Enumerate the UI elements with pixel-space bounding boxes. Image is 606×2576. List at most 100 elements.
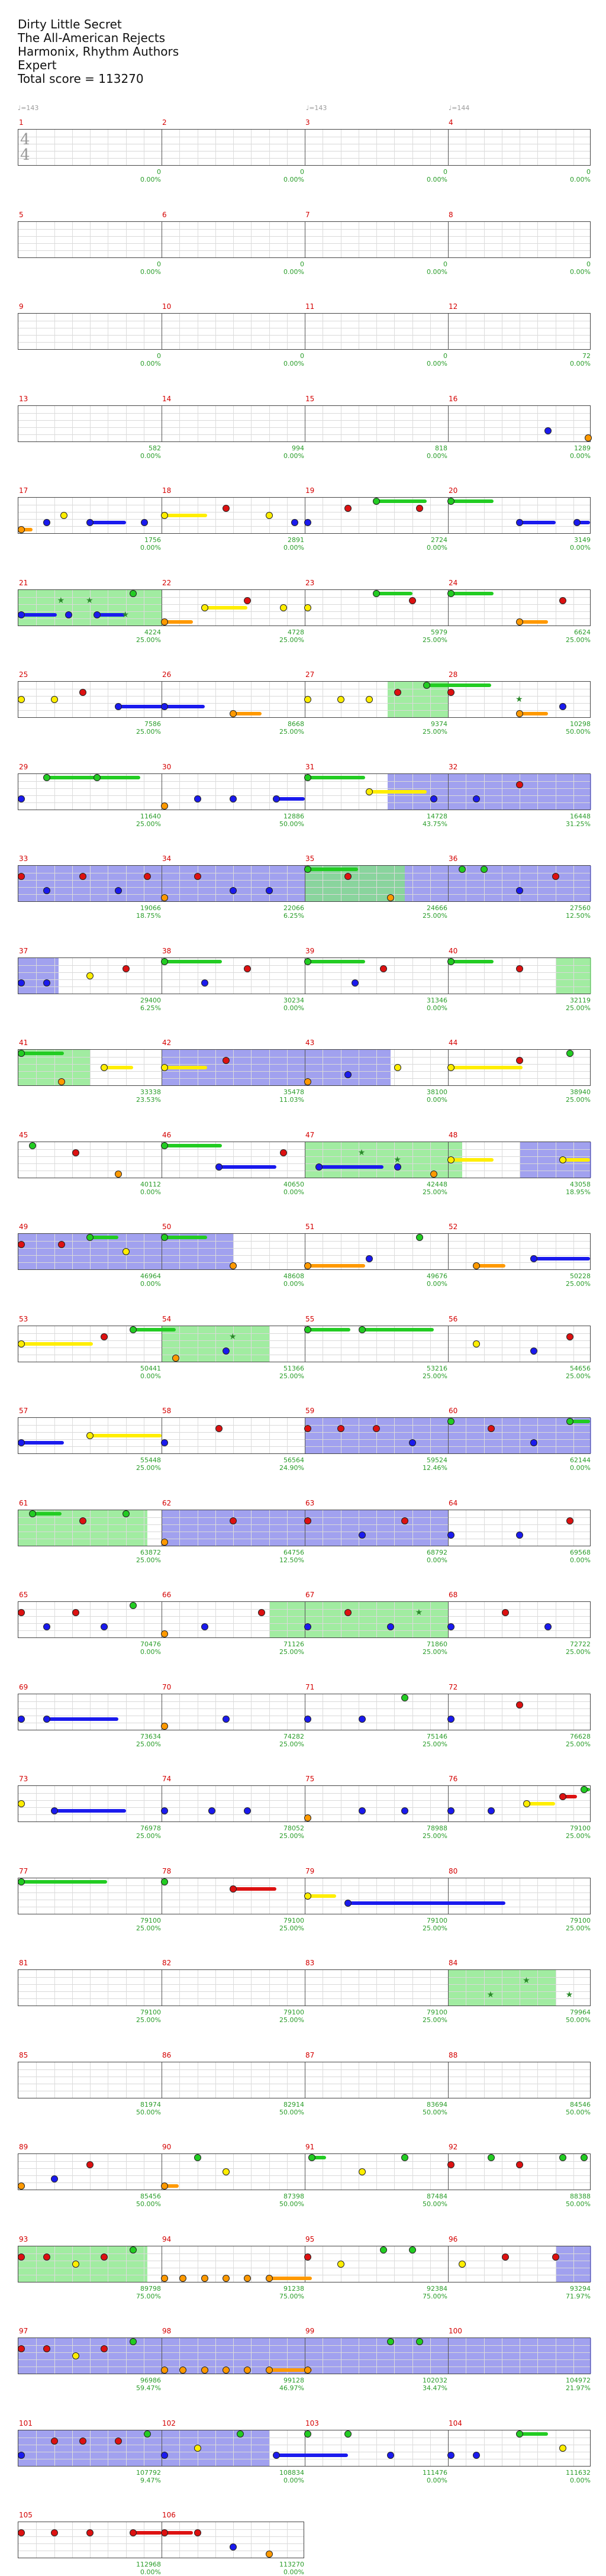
beat-line bbox=[251, 2338, 252, 2374]
blue-note bbox=[516, 887, 523, 894]
yellow-note bbox=[394, 1064, 402, 1071]
multiplier-percent: 0.00% bbox=[427, 176, 447, 183]
beat-line bbox=[54, 2246, 55, 2282]
yellow-note bbox=[72, 2260, 79, 2268]
beat-line bbox=[376, 1602, 377, 1637]
sustain-tail bbox=[204, 605, 248, 610]
multiplier-percent: 50.00% bbox=[279, 2200, 304, 2208]
multiplier-percent: 0.00% bbox=[570, 1464, 591, 1472]
multiplier-percent: 18.95% bbox=[566, 1188, 591, 1196]
beat-line bbox=[537, 2154, 539, 2190]
beat-line bbox=[72, 130, 73, 165]
beat-line bbox=[394, 1418, 395, 1453]
beat-line bbox=[483, 1326, 485, 1362]
blue-note bbox=[43, 887, 51, 894]
cumulative-score: 40112 bbox=[140, 1180, 161, 1188]
orange-note bbox=[304, 2367, 311, 2374]
blue-note bbox=[160, 1807, 168, 1814]
cumulative-score: 89798 bbox=[140, 2284, 161, 2293]
beat-line bbox=[54, 1510, 55, 1546]
beat-line bbox=[36, 221, 37, 257]
measure-number: 38 bbox=[162, 946, 172, 955]
orange-note bbox=[244, 2274, 252, 2282]
cumulative-score: 104972 bbox=[566, 2377, 591, 2384]
sustain-tail bbox=[47, 1717, 119, 1721]
beat-line bbox=[251, 314, 252, 349]
multiplier-percent: 0.00% bbox=[427, 1004, 447, 1012]
measure-number: 88 bbox=[449, 2051, 458, 2059]
orange-note bbox=[160, 1538, 168, 1546]
beat-line bbox=[125, 682, 127, 717]
multiplier-percent: 25.00% bbox=[136, 1924, 161, 1932]
multiplier-percent: 50.00% bbox=[566, 2108, 591, 2116]
beat-line bbox=[179, 2246, 180, 2282]
measure-number: 77 bbox=[19, 1866, 28, 1875]
cumulative-score: 68792 bbox=[427, 1548, 447, 1556]
sustain-tail bbox=[164, 959, 222, 963]
sustain-tail bbox=[307, 868, 358, 871]
blue-note bbox=[115, 887, 123, 894]
beat-line bbox=[430, 1418, 431, 1453]
beat-line bbox=[233, 405, 234, 441]
beat-line bbox=[54, 405, 55, 441]
beat-line bbox=[537, 1970, 539, 2006]
beat-line bbox=[179, 2430, 180, 2466]
cumulative-score: 582 bbox=[149, 444, 161, 452]
beat-line bbox=[412, 2430, 413, 2466]
staff-line bbox=[18, 2543, 304, 2544]
beat-line bbox=[573, 1878, 574, 1914]
multiplier-percent: 50.00% bbox=[279, 820, 304, 828]
beat-line bbox=[394, 682, 395, 717]
beat-line bbox=[483, 682, 485, 717]
beat-line bbox=[36, 2522, 37, 2558]
beat-line bbox=[90, 1602, 91, 1637]
measure-number: 47 bbox=[305, 1130, 315, 1139]
beat-line bbox=[125, 2430, 127, 2466]
measure-number: 101 bbox=[19, 2419, 33, 2427]
staff-line bbox=[18, 1623, 590, 1624]
blue-note bbox=[530, 1255, 538, 1262]
star-note: ★ bbox=[415, 1608, 423, 1617]
measure-number: 28 bbox=[449, 670, 458, 679]
cumulative-score: 0 bbox=[443, 168, 447, 176]
bar-line bbox=[448, 1786, 449, 1821]
sustain-tail bbox=[276, 797, 305, 801]
cumulative-score: 112968 bbox=[136, 2561, 161, 2568]
orange-note bbox=[160, 2367, 168, 2374]
blue-note bbox=[447, 2451, 454, 2459]
multiplier-percent: 9.47% bbox=[140, 2476, 161, 2484]
blue-note bbox=[230, 887, 237, 894]
staff-line bbox=[18, 894, 590, 895]
beat-line bbox=[72, 957, 73, 994]
beat-line bbox=[90, 589, 91, 626]
multiplier-percent: 25.00% bbox=[136, 1556, 161, 1564]
multiplier-percent: 25.00% bbox=[423, 1924, 447, 1932]
sustain-tail bbox=[90, 1434, 162, 1437]
beat-line bbox=[430, 957, 431, 994]
green-note bbox=[17, 1050, 25, 1057]
song-artist: The All-American Rejects bbox=[18, 31, 166, 45]
multiplier-percent: 0.00% bbox=[283, 544, 304, 552]
staff-line bbox=[18, 2168, 590, 2169]
multiplier-percent: 25.00% bbox=[136, 2016, 161, 2024]
beat-line bbox=[72, 1970, 73, 2006]
red-note bbox=[160, 2529, 168, 2536]
beat-line bbox=[286, 221, 288, 257]
beat-line bbox=[233, 682, 234, 717]
multiplier-percent: 25.00% bbox=[279, 1740, 304, 1748]
measure-number: 36 bbox=[449, 855, 458, 863]
beat-line bbox=[215, 866, 216, 901]
multiplier-percent: 50.00% bbox=[136, 2200, 161, 2208]
green-note bbox=[129, 1602, 137, 1609]
bar-line bbox=[448, 866, 449, 901]
